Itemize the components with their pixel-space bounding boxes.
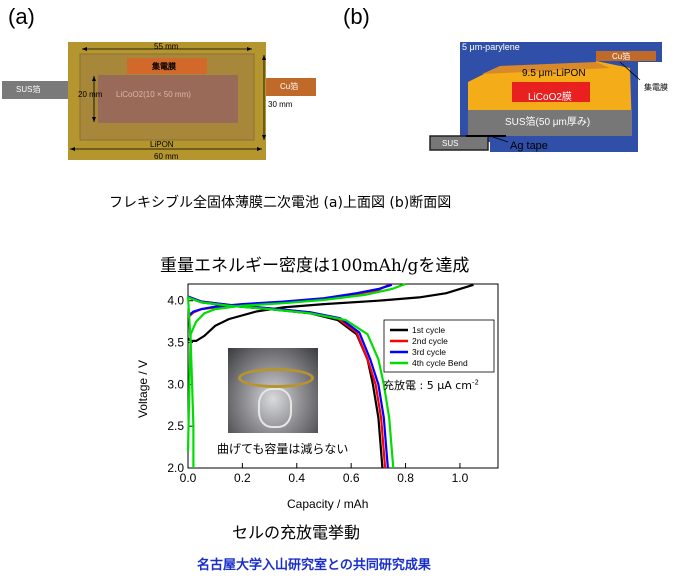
plot-frame <box>187 283 499 469</box>
series-4-discharge-line <box>187 296 395 469</box>
y-tick-label: 2.5 <box>167 419 184 433</box>
collector-label-a: 集電膜 <box>152 62 176 71</box>
chart-caption: セルの充放電挙動 <box>232 523 361 542</box>
sus-label-b: SUS <box>442 139 459 148</box>
cu-label-a: Cu箔 <box>280 82 299 91</box>
x-tick-label: 0.2 <box>234 471 251 485</box>
sus-tab-cross <box>429 135 489 151</box>
charge-discharge-chart: 0.0 0.2 0.4 0.6 0.8 1.0 2.0 2.5 3.0 3.5 4.0 1st cy… <box>167 282 499 485</box>
series-3-charge-line <box>187 283 393 317</box>
bent-cell-photo <box>228 348 318 433</box>
parylene-label: 5 μm-parylene <box>462 42 520 52</box>
collector-film <box>127 58 207 74</box>
panel-b-diagram <box>429 42 662 152</box>
legend-entry-2: 2nd cycle <box>412 336 448 346</box>
sus-foil-tab <box>2 81 68 99</box>
charge-note: 充放電 : 5 μA cm-2 <box>383 377 479 393</box>
y-tick-label: 4.0 <box>167 294 184 308</box>
x-tick-label: 0.8 <box>397 471 414 485</box>
series-4-initial_drop-line <box>186 296 195 468</box>
charge-note-text: 充放電 : 5 μA cm <box>383 379 472 392</box>
y-axis-label: Voltage / V <box>136 359 150 418</box>
licoo2-label-b: LiCoO2膜 <box>528 92 572 103</box>
x-axis-label: Capacity / mAh <box>287 497 369 511</box>
cu-foil-cross <box>596 51 656 61</box>
sus-foil-cross <box>468 110 632 136</box>
panel-a-diagram <box>2 42 316 160</box>
sus-label-a: SUS箔 <box>16 85 41 94</box>
collector-label-b: 集電膜 <box>644 83 668 92</box>
series-1-charge-line <box>187 283 474 342</box>
y-tick-label: 2.0 <box>167 461 184 475</box>
cu-label-b: Cu箔 <box>612 52 631 61</box>
charge-note-sup: -2 <box>471 378 479 387</box>
legend-entry-4: 4th cycle Bend <box>412 358 468 368</box>
x-tick-label: 0.6 <box>343 471 360 485</box>
cathode-label-a: LiCoO2(10 × 50 mm) <box>116 90 191 99</box>
lipon-label-b: 9.5 μm-LiPON <box>522 68 586 79</box>
dim-55: 55 mm <box>154 42 179 51</box>
licoo2-cathode <box>98 75 238 123</box>
footer: 名古屋大学入山研究室との共同研究成果 <box>197 558 431 573</box>
panel-a-label: (a) <box>8 4 35 29</box>
legend-entry-1: 1st cycle <box>412 325 445 335</box>
dim-30: 30 mm <box>268 100 293 109</box>
ag-tape-label: Ag tape <box>510 140 548 152</box>
dim-20: 20 mm <box>78 90 103 99</box>
y-tick-label: 3.5 <box>167 336 184 350</box>
y-tick-label: 3.0 <box>167 377 184 391</box>
legend-entry-3: 3rd cycle <box>412 347 446 357</box>
x-tick-label: 1.0 <box>452 471 469 485</box>
chart-title: 重量エネルギー密度は100mAh/gを達成 <box>160 256 470 276</box>
x-tick-label: 0.0 <box>180 471 197 485</box>
dim-60: 60 mm <box>154 152 179 161</box>
photo-caption: 曲げても容量は減らない <box>217 442 349 456</box>
licoo2-cross <box>512 82 590 102</box>
panel-b-label: (b) <box>343 4 370 29</box>
lipon-label-a: LiPON <box>150 140 174 149</box>
x-tick-label: 0.4 <box>288 471 305 485</box>
sus-thick-label: SUS箔(50 μm厚み) <box>505 117 591 128</box>
figure-caption: フレキシブル全固体薄膜二次電池 (a)上面図 (b)断面図 <box>109 195 452 211</box>
